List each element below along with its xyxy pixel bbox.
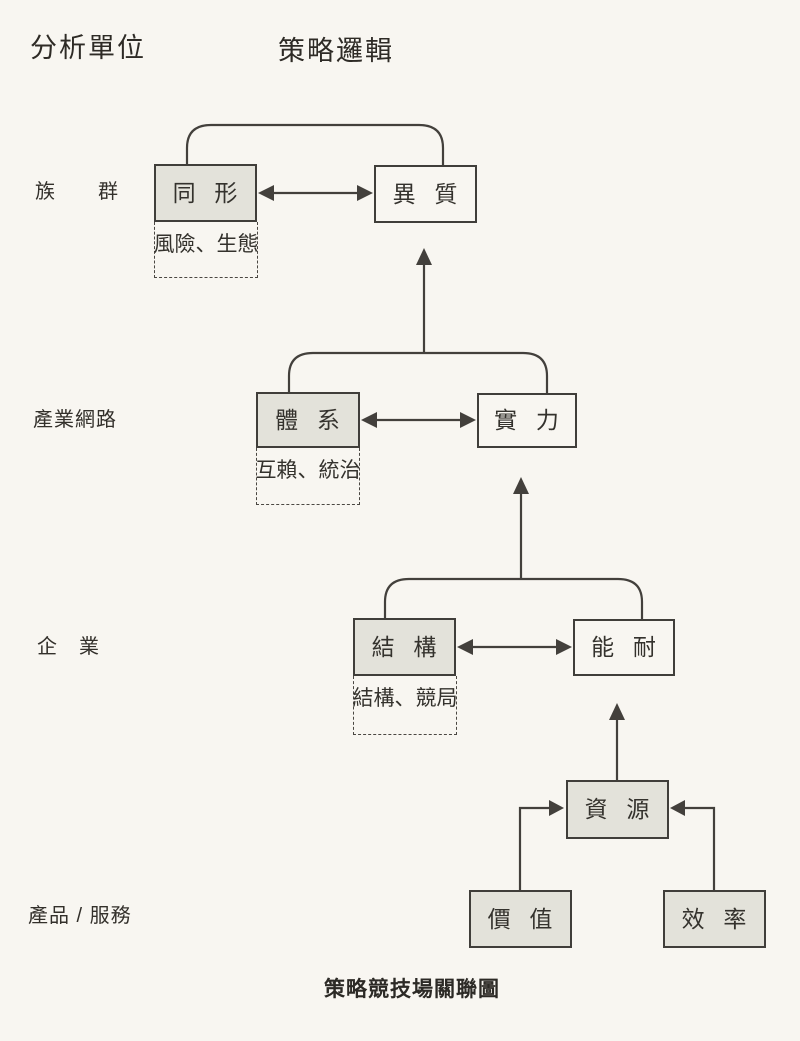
note-interdependence-governance: 互賴、統治 <box>256 448 361 505</box>
bracket-industry-row <box>287 351 549 395</box>
box-system: 體 系 <box>256 392 360 448</box>
arrowhead-left-industry <box>361 412 377 428</box>
box-structure: 結 構 <box>353 618 456 676</box>
box-capability: 能 耐 <box>573 619 675 676</box>
arrow-shaft-efficiency-to-resource <box>683 806 716 890</box>
arrowhead-into-resource-right <box>670 800 685 816</box>
box-resources: 資 源 <box>566 780 669 839</box>
box-heterogeneity: 異 質 <box>374 165 477 223</box>
note-risk-ecology: 風險、生態 <box>154 222 259 278</box>
arrowhead-right-industry <box>460 412 476 428</box>
row-label-population: 族 群 <box>35 181 119 203</box>
row-label-enterprise: 企 業 <box>37 636 100 658</box>
box-efficiency: 效 率 <box>663 890 766 948</box>
bracket-population-row <box>185 123 445 167</box>
box-strength: 實 力 <box>477 393 577 448</box>
column-header-analysis-unit: 分析單位 <box>30 33 146 63</box>
arrowhead-up-strength <box>513 477 529 494</box>
box-isomorphism: 同 形 <box>154 164 257 222</box>
arrowhead-up-heterogeneity <box>416 248 432 265</box>
bracket-enterprise-row <box>383 577 644 621</box>
arrowhead-left-population <box>258 185 274 201</box>
arrowhead-into-resource-left <box>549 800 564 816</box>
arrowhead-right-enterprise <box>556 639 572 655</box>
note-structure-competition: 結構、競局 <box>353 676 458 735</box>
column-header-strategy-logic: 策略邏輯 <box>278 36 394 66</box>
figure-caption: 策略競技場關聯圖 <box>324 978 500 1001</box>
arrow-shaft-value-to-resource <box>518 806 551 890</box>
arrowhead-up-capability <box>609 703 625 720</box>
row-label-product-service: 產品 / 服務 <box>28 905 132 927</box>
row-label-industry-network: 產業網路 <box>33 409 117 431</box>
box-value: 價 值 <box>469 890 572 948</box>
arrowhead-right-population <box>357 185 373 201</box>
arrowhead-left-enterprise <box>457 639 473 655</box>
